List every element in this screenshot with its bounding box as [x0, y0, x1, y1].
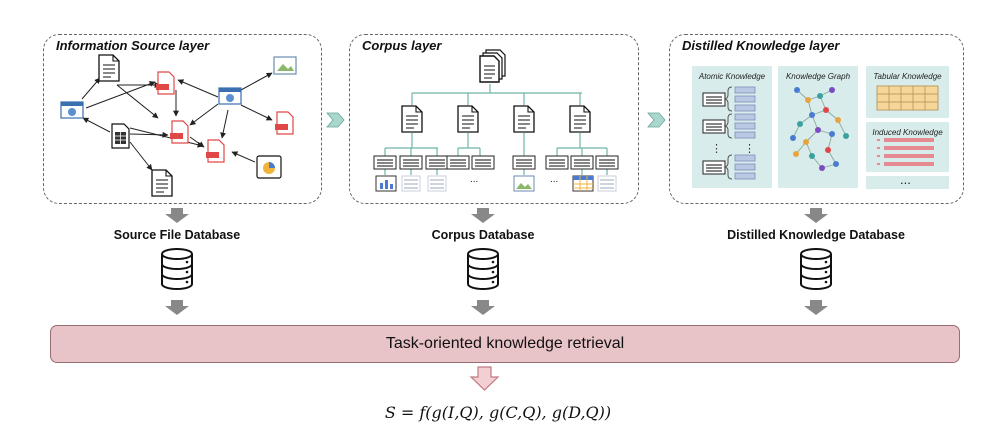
distilled-knowledge-layer-title: Distilled Knowledge layer [682, 38, 840, 53]
corpus-layer-title: Corpus layer [362, 38, 442, 53]
corpus-ellipsis: ... [470, 174, 479, 185]
down-arrow-icon [804, 300, 828, 315]
knowledge-retrieval-bar: Task-oriented knowledge retrieval [50, 325, 960, 363]
image-file-icon [273, 56, 297, 75]
down-arrow-icon [165, 300, 189, 315]
information-source-layer [43, 34, 322, 204]
more-knowledge-panel: ... [866, 172, 949, 189]
down-arrow-icon [471, 300, 495, 315]
more-knowledge-ellipsis: ... [900, 172, 911, 187]
information-source-layer-title: Information Source layer [56, 38, 210, 53]
atomic-knowledge-items: ⋮ ⋮ [702, 86, 756, 180]
knowledge-graph-nodes [790, 87, 849, 171]
down-arrow-icon [165, 208, 189, 223]
chevron-right-icon [326, 112, 345, 128]
down-arrow-icon [804, 208, 828, 223]
svg-text:⋮: ⋮ [744, 143, 755, 155]
corpus-ellipsis: ... [550, 174, 559, 185]
down-arrow-icon [471, 208, 495, 223]
distilled-knowledge-database-label: Distilled Knowledge Database [727, 228, 905, 242]
atomic-knowledge-title: Atomic Knowledge [698, 72, 766, 81]
knowledge-retrieval-label: Task-oriented knowledge retrieval [385, 335, 625, 352]
chevron-right-icon [647, 112, 666, 128]
table-chunk-icon [572, 175, 594, 192]
tabular-knowledge-table [876, 85, 939, 111]
corpus-tree [373, 49, 619, 192]
corpus-layer [349, 34, 639, 204]
down-arrow-outline-icon [469, 366, 500, 391]
corpus-stack-icon [479, 49, 506, 83]
chart-chunk-icon [375, 175, 397, 192]
induced-knowledge-items [877, 138, 934, 166]
knowledge-graph-title: Knowledge Graph [785, 72, 851, 81]
retrieval-formula: S = f(g(I,Q), g(C,Q), g(D,Q)) [384, 403, 612, 422]
tabular-knowledge-title: Tabular Knowledge [873, 72, 942, 81]
source-link-arrows [81, 72, 273, 171]
knowledge-graph-panel: Knowledge Graph [778, 66, 858, 188]
corpus-database-label: Corpus Database [431, 228, 535, 242]
svg-text:⋮: ⋮ [711, 143, 722, 155]
source-file-database-label: Source File Database [113, 228, 241, 242]
distilled-knowledge-layer [669, 34, 964, 204]
text-chunk-icon [597, 175, 617, 192]
image-chunk-icon [513, 175, 535, 192]
induced-knowledge-title: Induced Knowledge [872, 128, 943, 137]
down-arrows [165, 208, 828, 315]
text-chunk-icon [401, 175, 447, 192]
presentation-icon [256, 155, 282, 179]
